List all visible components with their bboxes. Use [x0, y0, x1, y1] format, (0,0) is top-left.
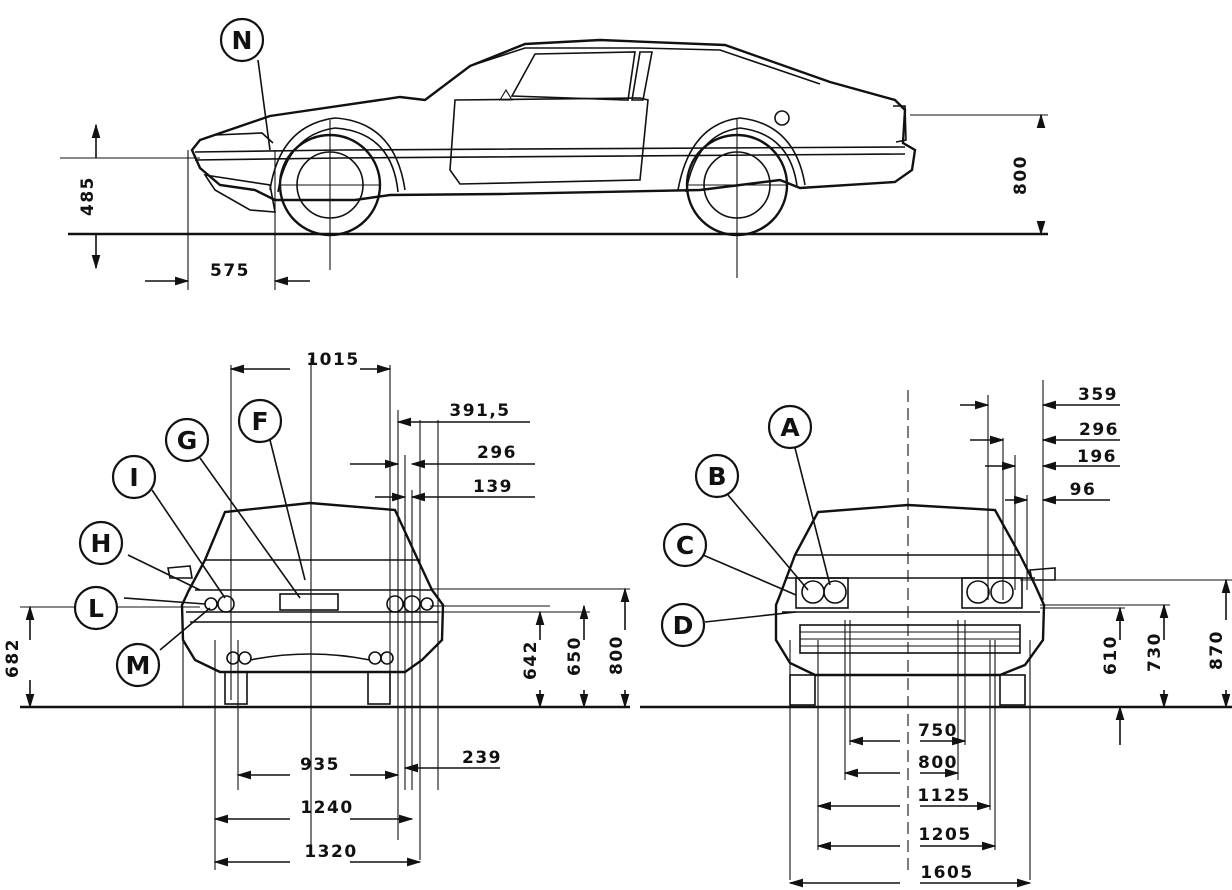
- callout-L: L: [88, 594, 104, 623]
- dim-870: 870: [1207, 630, 1227, 670]
- rear-view: [20, 358, 630, 870]
- dim-800-side: 800: [1011, 155, 1031, 195]
- dim-1240: 1240: [300, 798, 353, 818]
- dim-800-front: 800: [918, 753, 958, 773]
- dim-650: 650: [565, 636, 585, 676]
- dim-96: 96: [1070, 480, 1097, 500]
- dim-1605: 1605: [920, 863, 973, 883]
- dim-1320: 1320: [304, 842, 357, 862]
- dim-575: 575: [210, 261, 250, 281]
- callout-D: D: [673, 611, 694, 640]
- dim-139: 139: [473, 477, 513, 497]
- dim-642: 642: [521, 640, 541, 680]
- dim-800-rear: 800: [607, 635, 627, 675]
- dim-935: 935: [300, 755, 340, 775]
- callout-B: B: [707, 462, 726, 491]
- dim-239: 239: [462, 748, 502, 768]
- dim-485: 485: [78, 176, 98, 216]
- callout-I: I: [129, 463, 138, 492]
- dim-1015: 1015: [306, 350, 359, 370]
- dim-359: 359: [1078, 385, 1118, 405]
- dim-296-rear: 296: [477, 443, 517, 463]
- dim-610: 610: [1101, 635, 1121, 675]
- callout-H: H: [91, 529, 112, 558]
- callout-A: A: [780, 413, 800, 442]
- side-view: [60, 17, 1048, 290]
- callout-N: N: [232, 26, 253, 55]
- front-view: [640, 380, 1232, 888]
- labels: N 485 575 800 F G I H L M 1015 391,5 296…: [3, 26, 1227, 883]
- dim-391-5: 391,5: [449, 401, 510, 421]
- dim-196: 196: [1077, 447, 1117, 467]
- dim-296-front: 296: [1079, 420, 1119, 440]
- callout-G: G: [177, 426, 198, 455]
- callout-F: F: [251, 407, 268, 436]
- dim-1125: 1125: [917, 786, 970, 806]
- dim-682: 682: [3, 638, 23, 678]
- dim-750: 750: [918, 721, 958, 741]
- dim-1205: 1205: [918, 825, 971, 845]
- dim-730: 730: [1145, 632, 1165, 672]
- callout-M: M: [126, 651, 151, 680]
- callout-C: C: [676, 531, 694, 560]
